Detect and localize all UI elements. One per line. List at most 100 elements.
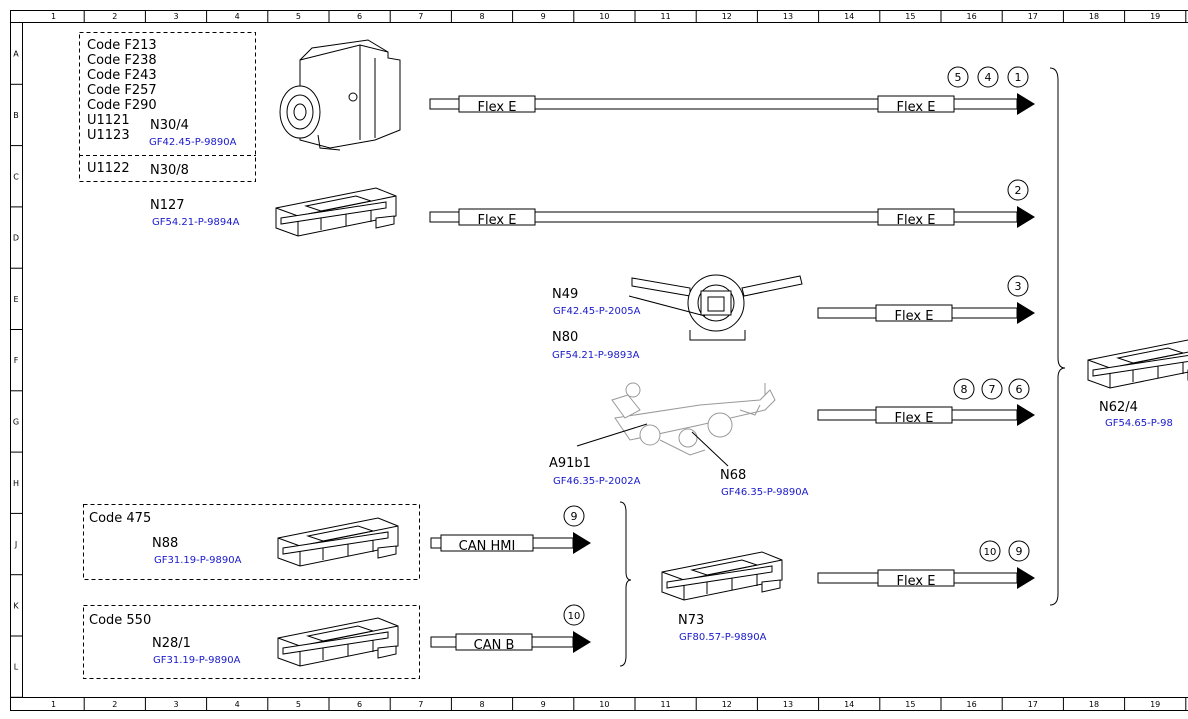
svg-text:2: 2 [1015,184,1022,197]
marker: 6 [1008,378,1030,400]
bus-label-flex-e: Flex E [895,411,934,426]
column-number: 17 [1028,12,1038,21]
column-number: 1 [51,12,56,21]
bus-label-flex-e: Flex E [478,213,517,228]
label-n49: N49 [552,287,578,302]
column-number: 15 [905,700,915,709]
ref-n80: GF54.21-P-9893A [552,350,640,361]
marker: 3 [1007,275,1029,297]
column-number: 19 [1150,12,1160,21]
code-group-550: Code 550 N28/1 GF31.19-P-9890A [83,605,420,679]
column-number: 2 [112,700,117,709]
ecu-image-n127 [275,187,397,237]
code-f238: Code F238 [87,53,157,68]
column-number: 11 [661,12,671,21]
column-number: 14 [844,700,854,709]
ecu-image-n62-4 [1087,339,1188,389]
ecu-label-plate [304,195,373,212]
ecu-connector [282,531,389,555]
ref-n30-4: GF42.45-P-9890A [149,137,237,148]
brace-can-to-n73 [619,501,632,667]
code-f213: Code F213 [87,38,157,53]
code-f290: Code F290 [87,98,157,113]
row-letter: G [13,417,19,426]
svg-text:10: 10 [984,547,997,558]
bus-arrowhead [573,532,591,554]
ecu-divider [320,210,372,230]
column-number: 3 [173,700,178,709]
bus-arrowhead [1017,93,1035,115]
bus-label-box [458,95,536,113]
column-number: 8 [479,700,484,709]
ecu-image-n28-1 [277,617,399,667]
ecu-connector [666,565,773,589]
column-number: 8 [479,12,484,21]
ecu-divider [322,640,374,660]
row-letter: J [14,540,17,549]
column-number: 2 [112,12,117,21]
ref-a91b1: GF46.35-P-2002A [553,476,641,487]
column-number: 18 [1089,700,1099,709]
column-index: 1122334455667788991010111112121313141415… [51,10,1187,710]
label-n73: N73 [678,613,704,628]
svg-text:5: 5 [955,71,962,84]
bus-label-box [455,633,533,651]
ref-n49: GF42.45-P-2005A [553,306,641,317]
bus-label-box [877,208,955,226]
column-number: 9 [541,700,546,709]
column-number: 9 [541,12,546,21]
svg-text:8: 8 [961,383,968,396]
column-number: 13 [783,12,793,21]
marker: 5 [947,66,969,88]
drawing-frame [10,10,1188,711]
marker: 10 [563,604,585,626]
row-letter: F [14,356,19,365]
column-number: 3 [173,12,178,21]
brace-flexray-to-n62-4 [1049,67,1066,606]
code-f257: Code F257 [87,83,157,98]
column-number: 10 [599,12,609,21]
bus-arrowhead [1017,404,1035,426]
code-group-n30: Code F213 Code F238 Code F243 Code F257 … [79,32,256,182]
label-n30-4: N30/4 [150,118,189,133]
column-number: 15 [905,12,915,21]
row-letter: D [13,234,19,243]
marker: 1 [1007,66,1029,88]
ref-n28-1: GF31.19-P-9890A [153,655,241,666]
marker: 2 [1007,179,1029,201]
code-475: Code 475 [89,511,151,526]
bus-label-flex-e: Flex E [895,309,934,324]
bus-label-can-b: CAN B [474,638,515,653]
esp-hydraulic-unit-image [279,39,401,151]
markers: 5 4 1 2 3 8 7 6 9 10 10 9 [563,66,1030,626]
marker: 8 [953,378,975,400]
label-u1123: U1123 [87,128,130,143]
row-letter: E [13,295,18,304]
ecu-connector [280,201,387,225]
label-n30-8: N30/8 [150,163,189,178]
column-number: 5 [296,700,301,709]
bus-label-box [877,569,955,587]
label-n28-1: N28/1 [152,636,191,651]
bus-label-box [877,95,955,113]
bus-label-box [458,208,536,226]
bus-labels: Flex E Flex E Flex E Flex E Flex E Flex … [459,100,936,653]
ecu-image-n73 [661,551,783,601]
svg-text:3: 3 [1015,280,1022,293]
ecu-label-plate [306,625,375,642]
bus-arrowhead [1017,206,1035,228]
ecu-label-plate [306,525,375,542]
bus-label-box [875,406,953,424]
row-letter: A [13,50,19,59]
label-n127: N127 [150,198,185,213]
column-number: 16 [967,700,977,709]
code-550: Code 550 [89,613,151,628]
column-number: 14 [844,12,854,21]
ref-n62-4: GF54.65-P-98 [1105,418,1173,429]
column-number: 4 [235,12,240,21]
label-n80: N80 [552,330,578,345]
column-number: 17 [1028,700,1038,709]
column-number: 11 [661,700,671,709]
svg-text:7: 7 [989,383,996,396]
